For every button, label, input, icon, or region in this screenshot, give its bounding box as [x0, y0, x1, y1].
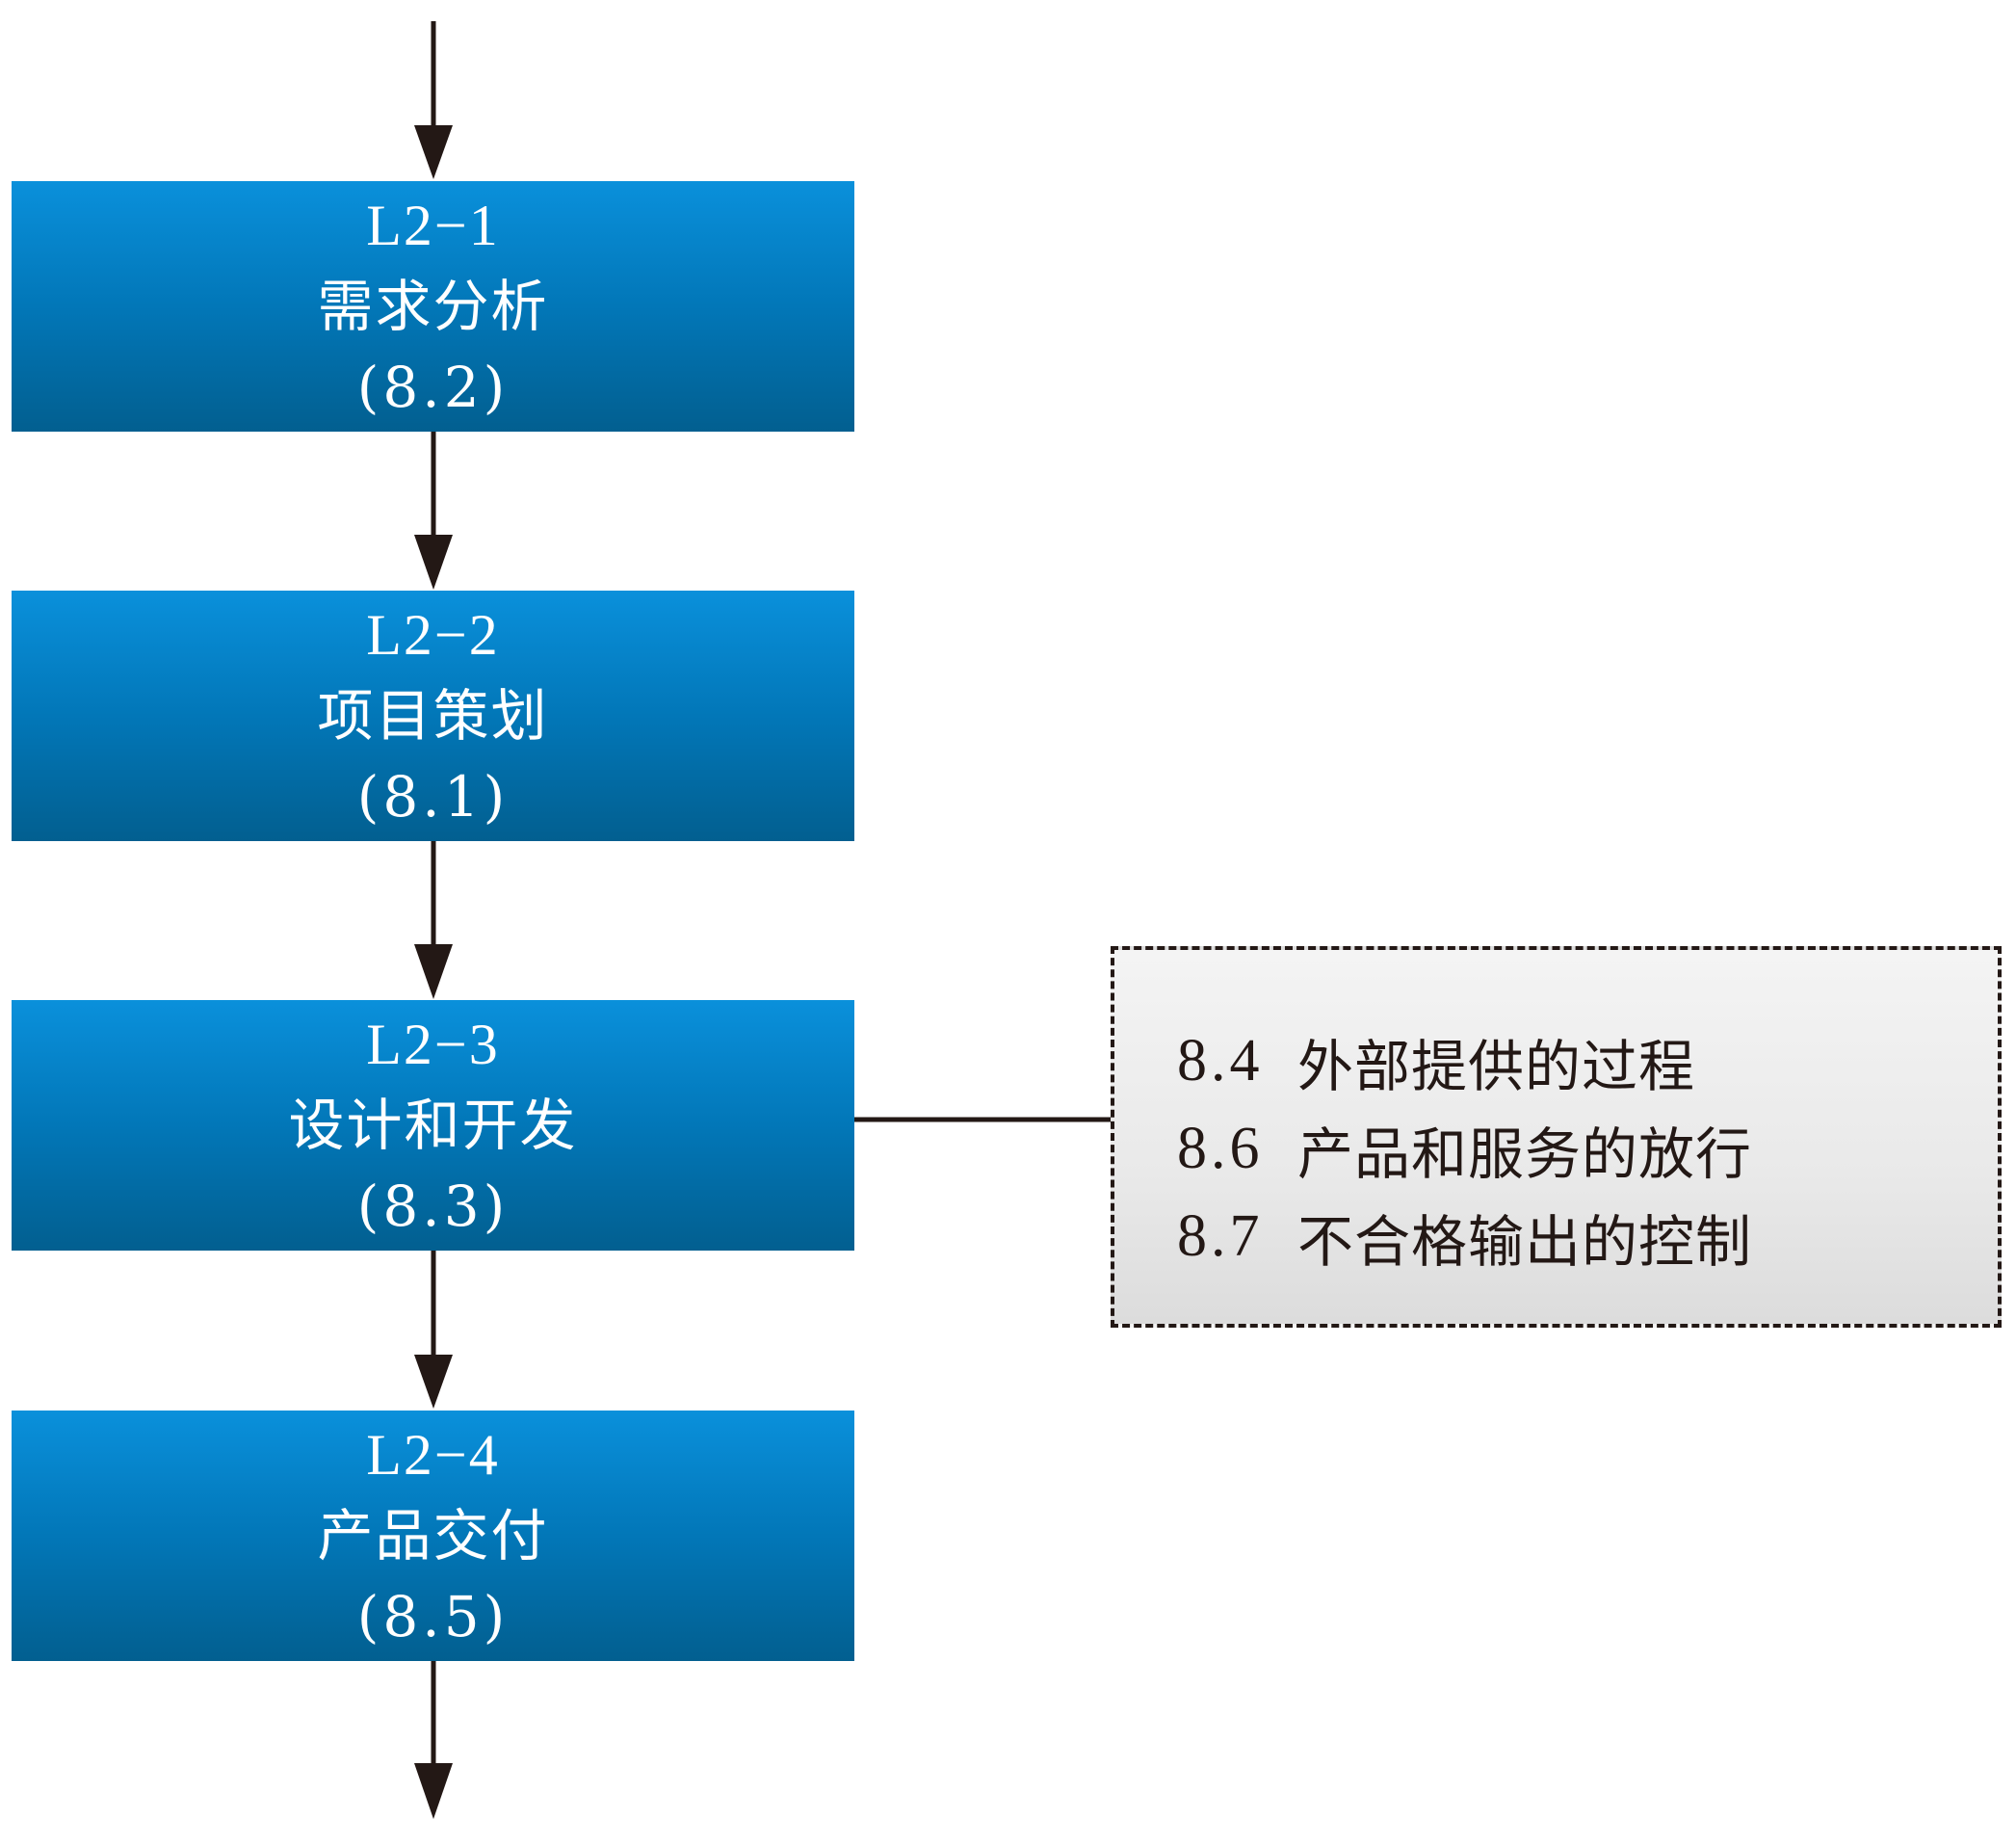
step-box-3: L2−3 设计和开发 (8.3) [12, 1000, 854, 1251]
step-name: 需求分析 [317, 274, 549, 339]
step-box-1: L2−1 需求分析 (8.2) [12, 181, 854, 432]
step-name: 产品交付 [317, 1503, 549, 1569]
step-section: (8.2) [356, 355, 510, 420]
clause-label: 外部提供的过程 [1297, 1033, 1696, 1099]
step-code: L2−2 [366, 603, 500, 667]
step-name: 项目策划 [317, 683, 549, 749]
arrow-1-2-head [414, 535, 453, 590]
side-item-8-7: 8.7 不合格输出的控制 [1177, 1193, 1998, 1280]
step-code: L2−4 [366, 1423, 500, 1487]
clause-number: 8.4 [1177, 1028, 1264, 1094]
step-box-4: L2−4 产品交付 (8.5) [12, 1411, 854, 1661]
arrow-2-3-head [414, 944, 453, 999]
step-code: L2−3 [366, 1013, 500, 1076]
step-code: L2−1 [366, 194, 500, 257]
clause-number: 8.7 [1177, 1203, 1264, 1269]
step-box-2: L2−2 项目策划 (8.1) [12, 591, 854, 841]
clause-number: 8.6 [1177, 1116, 1264, 1181]
clause-label: 不合格输出的控制 [1297, 1208, 1753, 1275]
related-clauses-box: 8.4 外部提供的过程 8.6 产品和服务的放行 8.7 不合格输出的控制 [1111, 946, 2002, 1328]
step-section: (8.5) [356, 1584, 510, 1649]
step-section: (8.1) [356, 764, 510, 830]
step-section: (8.3) [356, 1174, 510, 1239]
side-item-8-4: 8.4 外部提供的过程 [1177, 1017, 1998, 1105]
clause-label: 产品和服务的放行 [1297, 1121, 1753, 1187]
side-item-8-6: 8.6 产品和服务的放行 [1177, 1105, 1998, 1193]
step-name: 设计和开发 [288, 1093, 578, 1158]
arrow-3-4-head [414, 1355, 453, 1409]
arrow-entry-head [414, 125, 453, 179]
arrow-exit-head [414, 1763, 453, 1819]
